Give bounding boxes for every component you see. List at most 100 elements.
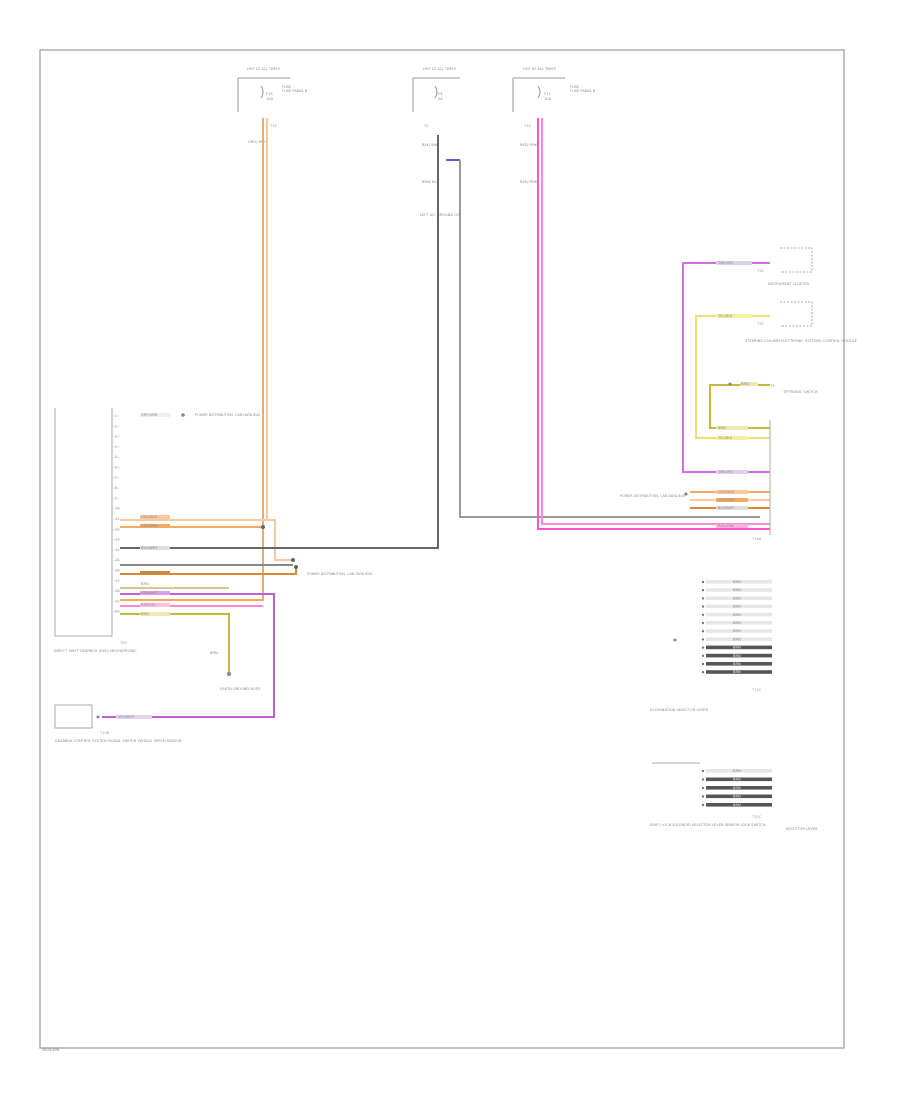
illumination-wire <box>706 653 772 658</box>
illumination-wire-label: BRN <box>733 662 741 666</box>
fuse-left-amp: 10A <box>266 97 274 101</box>
brake-pin: T4 <box>769 384 775 388</box>
tiptronic-switch: BRN T4 TIPTRONIC SWITCH <box>728 382 818 394</box>
wire-orange-main <box>120 118 264 601</box>
illumination-terminal <box>701 621 705 625</box>
diagram-frame <box>39 49 845 1049</box>
left-wire-18: VIO/WHT <box>141 591 158 595</box>
illumination-wire-label: BRN <box>733 605 741 609</box>
small-module-pin: T10B <box>99 731 110 735</box>
left-wire-17: BRN <box>141 582 149 586</box>
illumination-wire-label: BRN <box>733 588 741 592</box>
wire-pink-main <box>537 118 770 530</box>
illumination-connector: T10C <box>751 688 762 692</box>
illumination-terminal <box>701 671 705 674</box>
right-bundle-wire: BLK/WHT <box>718 506 735 510</box>
left-module-name: DIRECT SHIFT GEARBOX (DSG) MECHATRONIC <box>54 649 137 653</box>
right-ref-label: POWER DISTRIBUTION, CAN DATA BUS <box>620 494 685 498</box>
fuse-left: HOT AT ALL TIMES FUSE FUSE PANEL B F15 1… <box>237 67 308 144</box>
wire-gray-right <box>459 160 760 518</box>
left-wire-16: ORG/GRN <box>141 571 159 575</box>
fuse-left-number: F15 <box>266 92 273 96</box>
left-wire-19: RED/YEL <box>141 603 156 607</box>
illumination-name: ILLUMINATION SELECTOR LEVER <box>650 708 708 712</box>
fuse-middle-splice: BRN/ BLK <box>422 180 439 184</box>
fuse-left-hot: HOT AT ALL TIMES <box>247 67 281 71</box>
splice-3 <box>294 565 298 569</box>
illumination-wire-label: BRN <box>733 654 741 658</box>
fuse-right: HOT AT ALL TIMES FUSE FUSE PANEL B F11 1… <box>512 67 596 184</box>
steering-name: STEERING COLUMN ELECTRONIC SYSTEMS CONTR… <box>745 339 858 343</box>
illumination-terminal <box>701 662 705 666</box>
right-bundle-wire: GRY/VIO <box>718 470 733 474</box>
fuse-left-fuse: FUSE <box>282 85 292 89</box>
fuse-left-wire: ORG/ RED <box>248 140 266 144</box>
left-wire-20: BRN <box>141 612 149 616</box>
illumination-wire <box>706 629 772 633</box>
right-bundle-chip <box>716 490 748 494</box>
fuse-right-wire2: RED/ PNK <box>520 180 538 184</box>
right-bundle-chip <box>716 470 748 474</box>
left-wire-11: ORG/BLK <box>141 515 158 519</box>
fuse-middle-hot: HOT AT ALL TIMES <box>423 67 457 71</box>
right-bundle-chip <box>716 506 748 510</box>
wire-olive-right <box>709 384 770 429</box>
illumination-wire <box>706 637 772 641</box>
brake-wire: BRN <box>741 382 749 386</box>
right-bundle-wire: ORG/BRN <box>718 498 735 502</box>
steering-wire: YEL/BLK <box>718 314 733 318</box>
right-bundle-chip <box>716 498 748 502</box>
steering-pin: T32 <box>756 322 764 326</box>
shift-lock-wire-label: BRN <box>733 786 741 790</box>
instrument-pin: T32 <box>756 269 764 273</box>
shift-lock-connector: T10C <box>751 815 762 819</box>
right-bundle-wire: ORG/BLK <box>718 490 735 494</box>
illumination-wire-label: BRN <box>733 613 741 617</box>
right-bundle-wire: YEL/BLK <box>718 436 733 440</box>
steering-module: YEL/BLK T32 STEERING COLUMN ELECTRONIC S… <box>716 301 858 343</box>
wire-purple <box>102 593 275 718</box>
right-bundle-chip <box>716 524 748 528</box>
middle-ref-label: POWER DISTRIBUTION, CAN DATA BUS <box>307 572 372 576</box>
fuse-right-pin: T10 <box>523 124 531 128</box>
splice-1 <box>261 525 265 529</box>
instrument-wire: GRY/VIO <box>718 261 733 265</box>
fuse-left-pin: T10 <box>269 124 277 128</box>
fuse-right-amp: 10A <box>544 97 552 101</box>
fuse-middle: HOT AT ALL TIMES F3 5A T2 BLK/ WHT BRN/ … <box>412 67 460 217</box>
illumination-wire <box>706 596 772 600</box>
small-module-name: GEARBOX CONTROL SYSTEM SIGNAL SWITCH VEH… <box>55 739 182 743</box>
shift-lock-terminal <box>701 786 705 790</box>
brake-name: TIPTRONIC SWITCH <box>782 390 818 394</box>
fuse-right-number: F11 <box>544 92 551 96</box>
shift-lock-terminal <box>701 778 705 781</box>
illumination-terminal <box>701 597 705 600</box>
illumination-terminal <box>701 613 705 616</box>
illumination-wire-label: BRN <box>733 621 741 625</box>
shift-lock-wire <box>706 803 772 807</box>
illumination-wire-label: BRN <box>733 670 741 674</box>
illumination-terminal <box>701 580 705 584</box>
illumination-wire <box>706 662 772 666</box>
illumination-wire <box>706 645 772 650</box>
fuse-middle-ground: LEFT A/C GROUND G7 <box>420 213 459 217</box>
illumination-wire-label: BRN <box>733 596 741 600</box>
shift-lock-terminal <box>701 795 705 798</box>
shift-lock-name: SHIFT LOCK SOLENOID SELECTOR LEVER SENSO… <box>650 823 766 827</box>
small-module: VIO/WHT T10B GEARBOX CONTROL SYSTEM SIGN… <box>54 704 182 743</box>
ground-wire-label: BRN <box>210 651 218 655</box>
illumination-wire-label: BRN <box>733 629 741 633</box>
illumination-wire <box>706 612 772 617</box>
shift-lock-wire <box>706 786 772 790</box>
shift-lock-terminal <box>701 769 705 773</box>
wire-orange-secondary <box>120 118 293 561</box>
splice-2 <box>291 558 295 562</box>
fuse-right-panel: FUSE PANEL B <box>570 89 596 93</box>
shift-lock-wire <box>706 777 772 782</box>
fuse-right-fuse: FUSE <box>570 85 580 89</box>
right-bundle-chip <box>716 426 748 430</box>
